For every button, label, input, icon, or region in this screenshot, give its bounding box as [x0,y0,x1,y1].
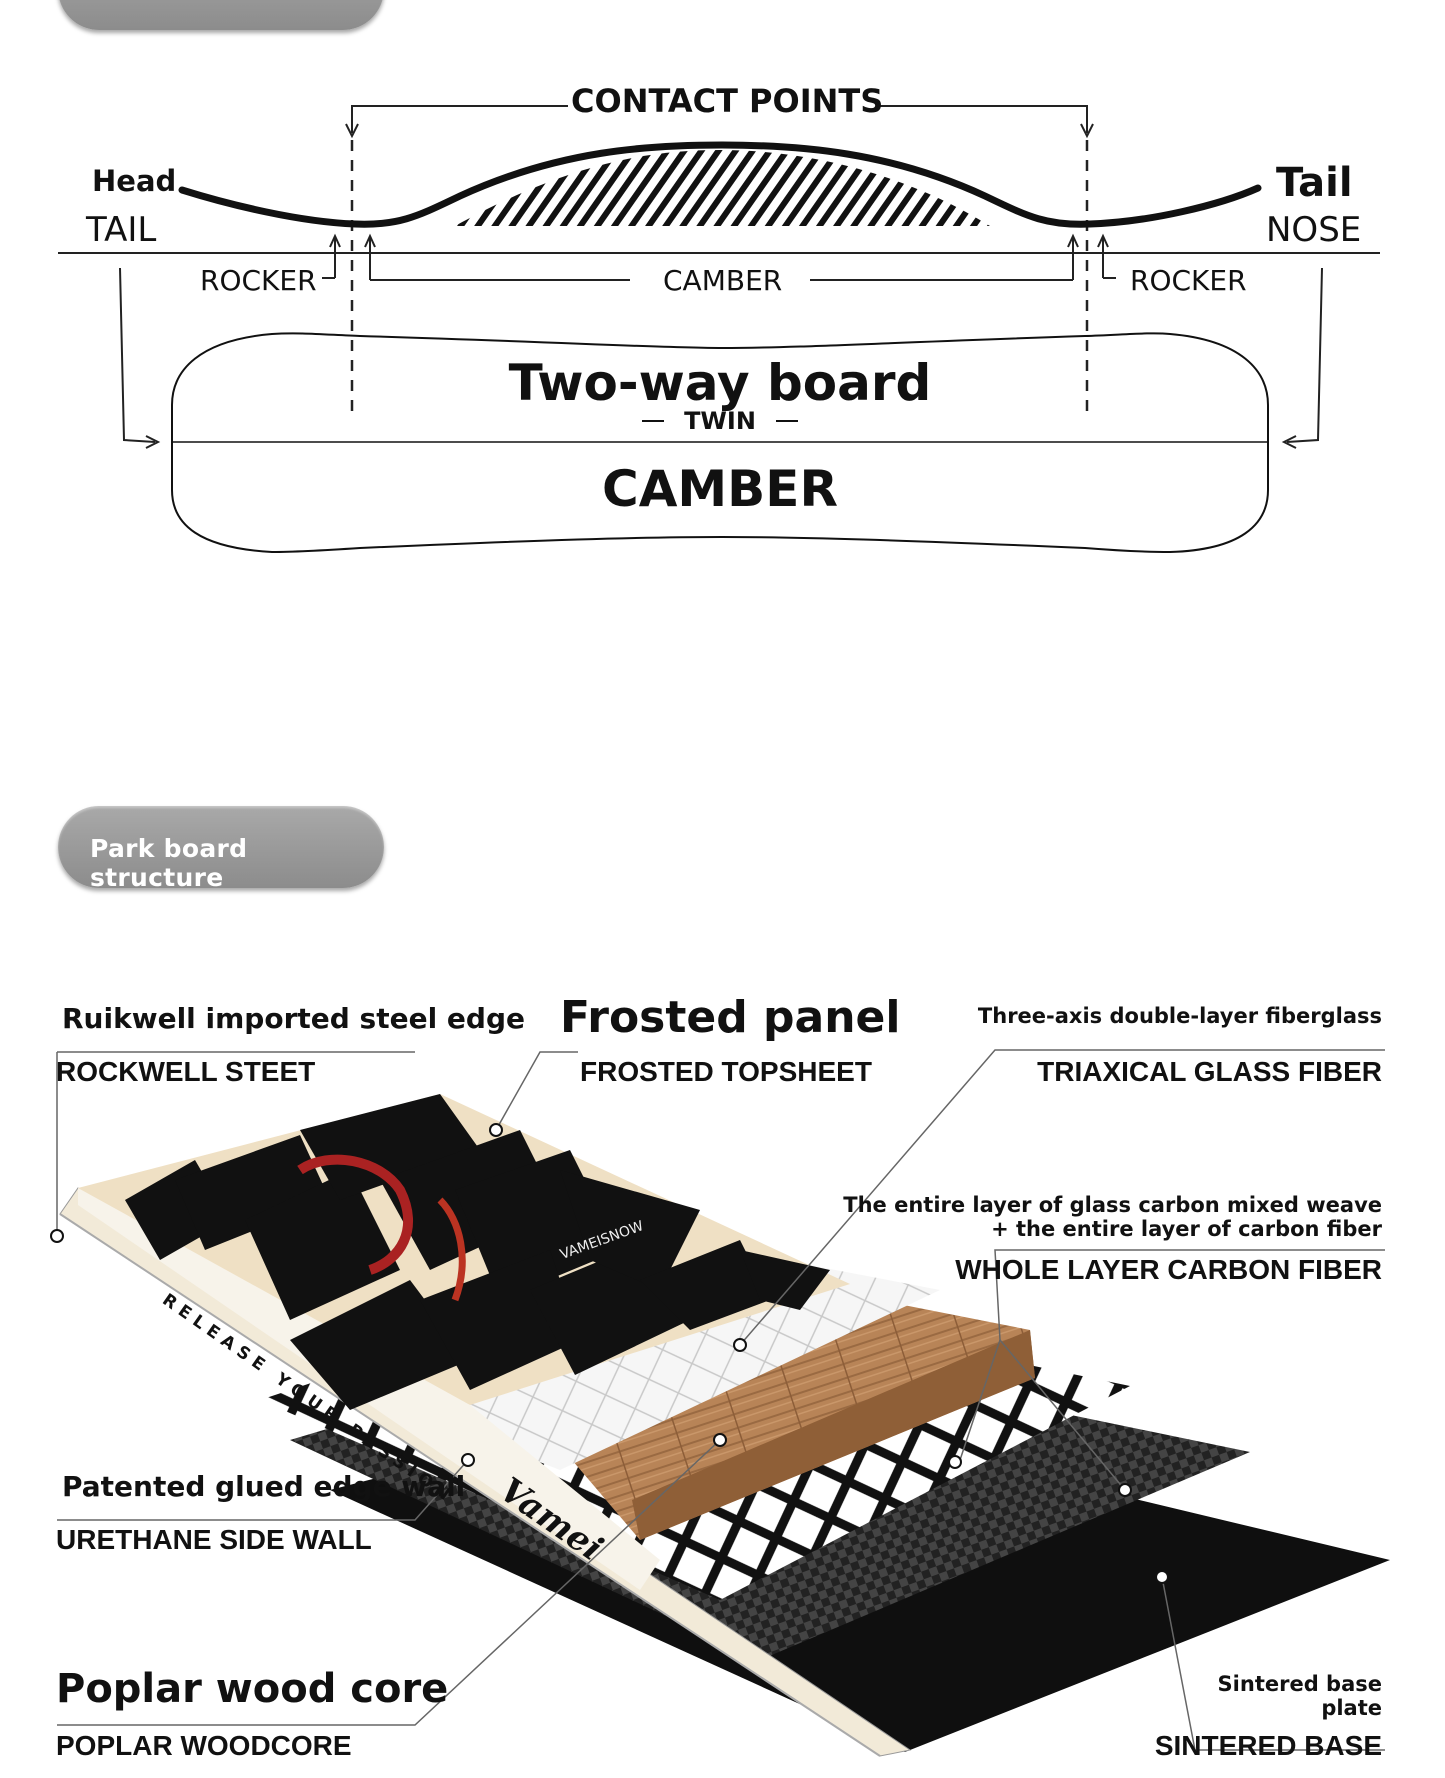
rocker-right-label: ROCKER [1130,264,1247,297]
profile-section-tab[interactable] [58,0,384,30]
board-profile-label: CAMBER [602,460,838,518]
contact-bracket [351,105,1088,133]
carbon-sub: WHOLE LAYER CARBON FIBER [955,1254,1382,1285]
base-title-1: Sintered base [1217,1672,1382,1696]
camber-mid-label: CAMBER [663,264,783,297]
marker-carbon [1118,1483,1132,1497]
tail-left-label: TAIL [86,210,157,250]
steel-edge-sub: ROCKWELL STEET [56,1056,316,1087]
board-subtitle: TWIN [684,407,756,435]
topsheet-graphic [125,1094,830,1410]
triax-sub: TRIAXICAL GLASS FIBER [1037,1056,1382,1087]
board-profile-curve [178,141,1262,228]
triax-title: Three-axis double-layer fiberglass [977,1004,1382,1028]
profile-diagram [58,105,1380,554]
base-title-2: plate [1321,1696,1382,1720]
contact-points-label: CONTACT POINTS [571,82,884,120]
wood-sub: POPLAR WOODCORE [56,1730,352,1761]
nose-label: NOSE [1266,210,1362,250]
marker-base [1155,1570,1169,1584]
carbon-title-2: + the entire layer of carbon fiber [991,1217,1382,1241]
sidewall-title: Patented glued edge wall [62,1470,466,1503]
board-outline [171,332,1269,554]
marker-sidewall [461,1453,475,1467]
wood-title: Poplar wood core [56,1666,449,1712]
marker-triax [733,1338,747,1352]
structure-section-tab-label: Park board structure [90,834,248,892]
frosted-title: Frosted panel [560,992,901,1043]
structure-section-tab[interactable]: Park board structure [58,806,384,892]
marker-topsheet [489,1123,503,1137]
rocker-left-label: ROCKER [200,264,317,297]
base-sub: SINTERED BASE [1154,1730,1382,1761]
head-label: Head [92,164,177,198]
frosted-sub: FROSTED TOPSHEET [580,1056,872,1087]
carbon-title-1: The entire layer of glass carbon mixed w… [843,1193,1382,1217]
marker-steel-edge [50,1229,64,1243]
marker-wood [713,1433,727,1447]
marker-xweave [948,1455,962,1469]
sidewall-sub: URETHANE SIDE WALL [56,1524,372,1555]
steel-edge-title: Ruikwell imported steel edge [62,1002,525,1035]
tail-right-label: Tail [1276,160,1353,206]
board-title: Two-way board [508,354,932,412]
